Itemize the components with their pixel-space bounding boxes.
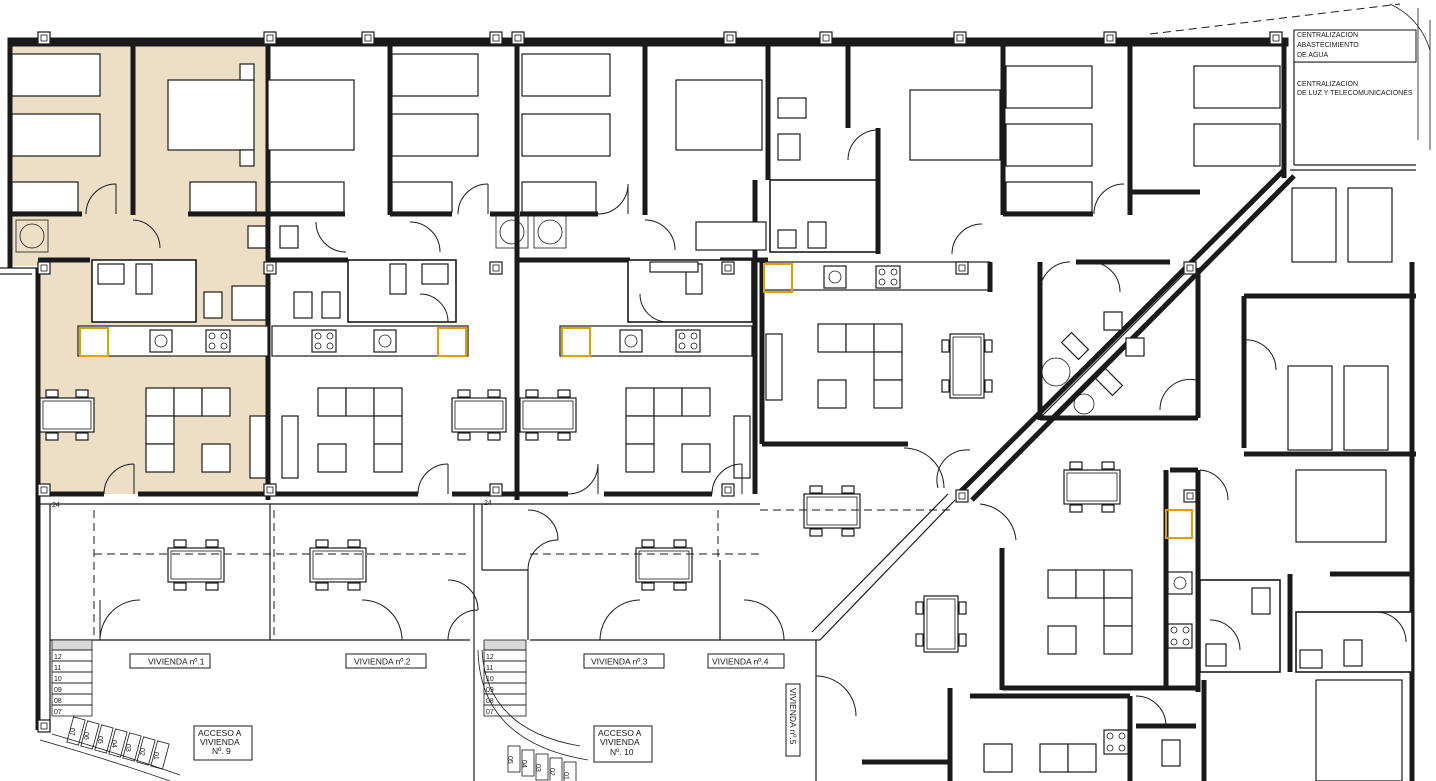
- structural-column: [1183, 489, 1197, 503]
- access-9-line3: Nº. 9: [212, 746, 231, 756]
- dining-table: [941, 333, 993, 399]
- dining-table: [39, 389, 95, 441]
- stair-step-label: 03: [124, 744, 131, 752]
- staircase-left: 12 11 10 09 08 07 07 06 05 04 03 02 01: [51, 639, 170, 770]
- stair-step-label: 12: [54, 654, 62, 661]
- dwelling-label-2: VIVIENDA nº.2: [354, 657, 411, 667]
- structural-column: [953, 31, 967, 45]
- power-centralization-label-2: DE LUZ Y TELECOMUNICACIONES: [1297, 90, 1413, 97]
- stair-step-label: 07: [486, 709, 494, 716]
- access-labels: ACCESO A VIVIENDA Nº. 9 ACCESO A VIVIEND…: [193, 725, 653, 763]
- dining-table: [309, 539, 367, 591]
- dining-table: [915, 595, 967, 653]
- dwelling-label-4: VIVIENDA nº.4: [712, 657, 769, 667]
- structural-column: [721, 483, 735, 497]
- service-rooms: CENTRALIZACION ABASTECIMIENTO DE AGUA CE…: [1293, 29, 1417, 97]
- wardrobes: [11, 181, 1093, 479]
- stair-step-label: 11: [486, 665, 493, 672]
- stair-step-label: 12: [486, 654, 494, 661]
- structural-column: [489, 483, 503, 497]
- structural-column: [489, 261, 503, 275]
- dining-tables: [39, 333, 1121, 653]
- axis-mark-middle: 24: [484, 500, 492, 507]
- structural-column: [37, 261, 51, 275]
- stair-step-label: 09: [54, 687, 62, 694]
- structural-column: [819, 31, 833, 45]
- stair-step-label: 08: [54, 698, 62, 705]
- structural-column: [361, 31, 375, 45]
- access-10-line1: ACCESO A: [598, 728, 642, 738]
- stair-step-label: 02: [138, 748, 145, 756]
- structural-column: [37, 483, 51, 497]
- appliance-highlights: [79, 263, 1193, 539]
- structural-column: [263, 261, 277, 275]
- kitchen-fixtures: [149, 265, 1193, 755]
- stair-step-label: 08: [486, 698, 494, 705]
- water-centralization-label-1: CENTRALIZACION: [1297, 32, 1358, 39]
- stair-step-label: 05: [506, 756, 513, 764]
- structural-column: [723, 31, 737, 45]
- stair-step-label: 07: [68, 728, 75, 736]
- beds: [11, 53, 1403, 781]
- structural-column: [37, 719, 51, 733]
- structural-column: [511, 31, 525, 45]
- power-centralization-label-1: CENTRALIZACION: [1297, 81, 1358, 88]
- dwelling-labels: VIVIENDA nº.1 VIVIENDA nº.2 VIVIENDA nº.…: [129, 653, 801, 757]
- access-ramp: [39, 733, 181, 781]
- structural-column: [721, 261, 735, 275]
- dwelling-label-5: VIVIENDA nº.5: [788, 688, 798, 745]
- dwelling-label-1: VIVIENDA nº.1: [148, 657, 205, 667]
- site-boundary: [1149, 3, 1431, 150]
- structural-column: [263, 31, 277, 45]
- stair-step-label: 01: [562, 772, 569, 780]
- structural-columns: [37, 31, 1283, 733]
- stair-step-label: 07: [54, 709, 62, 716]
- stair-step-label: 05: [96, 736, 103, 744]
- access-10-line2: VIVIENDA: [600, 737, 640, 747]
- access-9-line2: VIVIENDA: [200, 737, 240, 747]
- structural-column: [489, 31, 503, 45]
- water-centralization-label-2: ABASTECIMIENTO: [1297, 42, 1359, 49]
- dining-table: [167, 539, 225, 591]
- stair-step-label: 10: [54, 676, 62, 683]
- stair-step-label: 10: [486, 676, 494, 683]
- access-10-line3: Nº. 10: [610, 747, 634, 757]
- structural-column: [263, 483, 277, 497]
- stair-step-label: 01: [152, 752, 159, 760]
- stair-step-label: 09: [486, 687, 494, 694]
- stair-step-label: 02: [548, 768, 555, 776]
- dwelling-label-3: VIVIENDA nº.3: [591, 657, 648, 667]
- living-furniture: [145, 323, 1133, 773]
- axis-mark-left: 24: [52, 502, 60, 509]
- dining-table: [1063, 461, 1121, 513]
- structural-column: [955, 261, 969, 275]
- water-centralization-label-3: DE AGUA: [1297, 52, 1328, 59]
- structural-column: [1183, 261, 1197, 275]
- structural-column: [955, 489, 969, 503]
- dining-table: [519, 389, 577, 441]
- access-9-line1: ACCESO A: [198, 728, 242, 738]
- axis-marks: 24 24: [52, 500, 492, 509]
- structural-column: [37, 31, 51, 45]
- dining-table: [635, 539, 693, 591]
- stair-step-label: 06: [82, 732, 89, 740]
- stair-step-label: 03: [534, 764, 541, 772]
- dining-table: [451, 389, 507, 441]
- stair-step-label: 11: [54, 665, 61, 672]
- bathroom-fixtures: [15, 97, 1363, 767]
- structural-column: [1103, 31, 1117, 45]
- stair-step-label: 04: [520, 760, 527, 768]
- structural-column: [1269, 31, 1283, 45]
- doors: [85, 129, 1407, 727]
- terrace-lines: [49, 504, 950, 781]
- dining-table: [803, 485, 861, 537]
- staircase-right: 12 11 10 09 08 07 05 04 03 02 01: [477, 639, 589, 781]
- stair-step-label: 04: [110, 740, 117, 748]
